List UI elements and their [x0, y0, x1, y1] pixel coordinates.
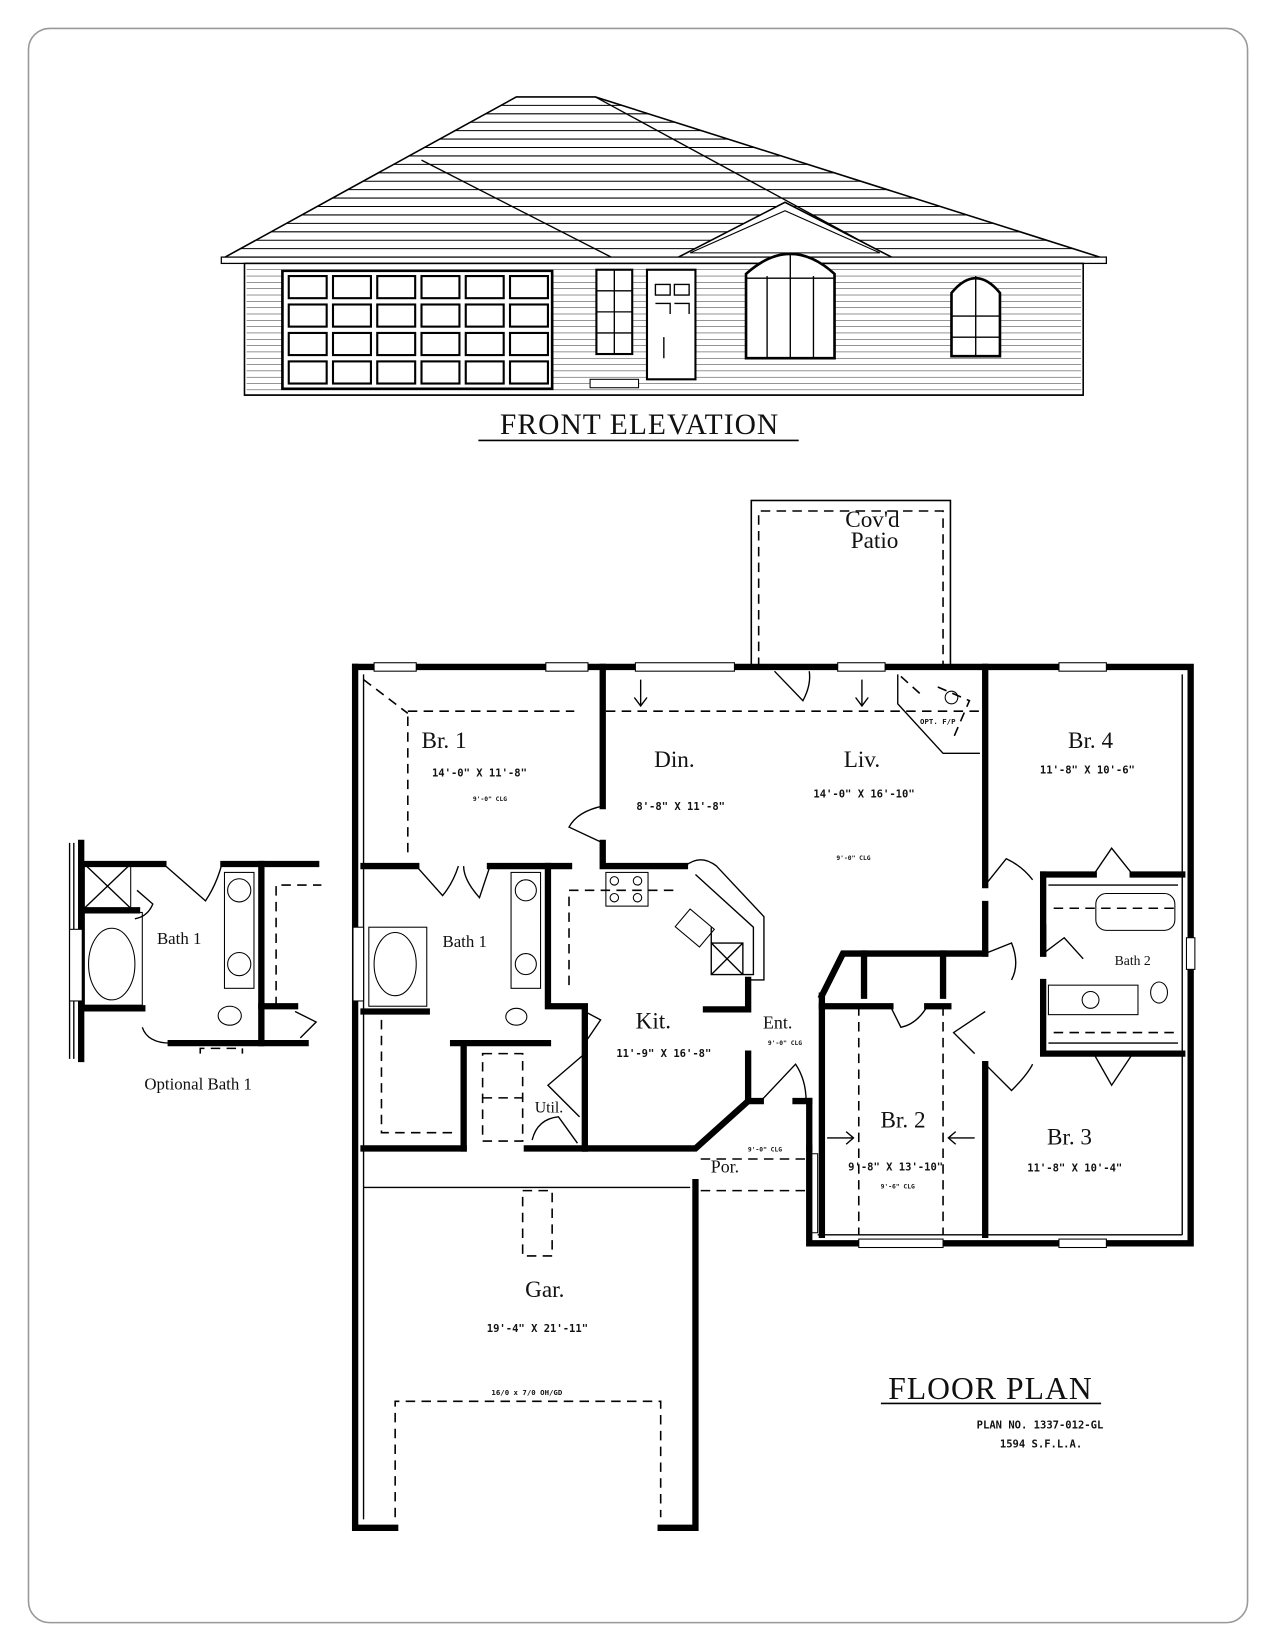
garage-door-panel: [420, 303, 461, 328]
front-elevation-drawing: [220, 96, 1108, 396]
patio-label-1: Cov'd: [845, 507, 900, 533]
floor-plan-drawing: [351, 499, 1196, 1531]
front-door: [645, 268, 697, 381]
garage-door-panel: [464, 331, 505, 357]
br2-size: 9'-8" X 13'-10": [848, 1162, 943, 1174]
garage-door-panel: [464, 303, 505, 328]
br2-ceiling: 9'-6" CLG: [881, 1184, 915, 1191]
br1-size: 14'-0" X 11'-8": [432, 768, 527, 780]
garage-door-panel: [420, 360, 461, 385]
garage-door-panel: [508, 331, 549, 357]
garage-door-panel: [464, 275, 505, 300]
ent-ceiling: 9'-0" CLG: [768, 1040, 802, 1047]
floor-plan-title: FLOOR PLAN: [888, 1371, 1093, 1406]
por-ceiling: 9'-0" CLG: [748, 1147, 782, 1154]
garage-door-panel: [331, 303, 372, 328]
liv-name: Liv.: [844, 747, 880, 773]
liv-ceiling: 9'-0" CLG: [836, 855, 870, 862]
garage-door: [281, 269, 554, 391]
br3-name: Br. 3: [1047, 1124, 1092, 1150]
br4-name: Br. 4: [1068, 728, 1113, 754]
br1-name: Br. 1: [422, 728, 467, 754]
plan-area: 1594 S.F.L.A.: [1000, 1439, 1082, 1451]
garage-door-panel: [508, 360, 549, 385]
kit-size: 11'-9" X 16'-8": [616, 1048, 711, 1060]
br4-size: 11'-8" X 10'-6": [1040, 764, 1135, 776]
garage-door-panel: [331, 331, 372, 357]
optional-bath-caption: Optional Bath 1: [144, 1074, 252, 1093]
br1-ceiling: 9'-0" CLG: [473, 796, 507, 803]
br2-name: Br. 2: [880, 1107, 925, 1133]
gar-size: 19'-4" X 21'-11": [487, 1323, 588, 1335]
garage-door-panel: [376, 331, 417, 357]
garage-door-panel: [287, 331, 328, 357]
front-elevation-title: FRONT ELEVATION: [500, 409, 779, 441]
garage-door-panel: [376, 303, 417, 328]
gar-door: 16/0 x 7/0 OH/GD: [491, 1388, 562, 1397]
garage-door-panel: [420, 331, 461, 357]
garage-door-panel: [464, 360, 505, 385]
plan-number: PLAN NO. 1337-012-GL: [977, 1420, 1104, 1432]
optional-bath-label: Bath 1: [157, 929, 201, 948]
fireplace-label: OPT. F/P: [920, 717, 956, 726]
garage-door-panel: [331, 275, 372, 300]
patio-label-2: Patio: [851, 528, 899, 554]
din-size: 8'-8" X 11'-8": [636, 801, 725, 813]
garage-door-panel: [508, 275, 549, 300]
util-name: Util.: [535, 1100, 564, 1117]
garage-door-panel: [331, 360, 372, 385]
garage-door-panel: [287, 360, 328, 385]
kit-name: Kit.: [636, 1008, 671, 1034]
bath2-name: Bath 2: [1115, 953, 1151, 968]
br3-size: 11'-8" X 10'-4": [1027, 1163, 1122, 1175]
sheet-border: [27, 27, 1249, 1624]
garage-door-panel: [287, 275, 328, 300]
ent-name: Ent.: [763, 1012, 792, 1032]
garage-door-panel: [420, 275, 461, 300]
liv-size: 14'-0" X 16'-10": [813, 789, 914, 801]
roof: [220, 96, 1107, 260]
gar-name: Gar.: [525, 1277, 564, 1303]
bath1-name: Bath 1: [442, 932, 486, 951]
por-name: Por.: [711, 1157, 739, 1177]
garage-door-panel: [376, 360, 417, 385]
din-name: Din.: [654, 747, 695, 773]
garage-door-panel: [376, 275, 417, 300]
optional-bath-drawing: [68, 839, 322, 1063]
garage-door-panel: [508, 303, 549, 328]
garage-door-panel: [287, 303, 328, 328]
